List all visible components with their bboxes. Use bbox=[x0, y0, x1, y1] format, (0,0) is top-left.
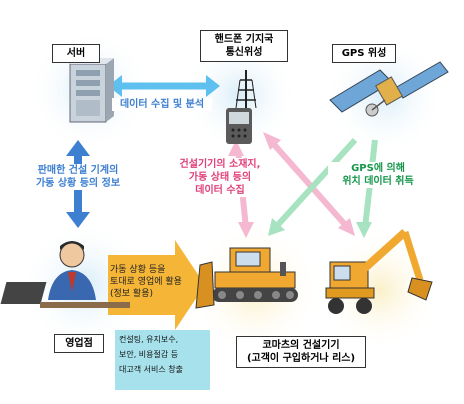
gps-satellite-icon bbox=[329, 61, 449, 117]
server-phone-arrow bbox=[108, 75, 220, 97]
machines-label: 코마츠의 건설기기 (고객이 구입하거나 리스) bbox=[236, 336, 366, 368]
operation-info-label: 판매한 건설 기계의 가동 상황 등의 정보 bbox=[22, 164, 134, 190]
services-box: 컨설팅, 유지보수, 보안, 비용절감 등 대고객 서비스 창출 bbox=[115, 330, 210, 390]
gps-data-label: GPS에 의해 위치 데이터 취득 bbox=[328, 162, 428, 188]
data-collect-label: 데이터 수집 및 분석 bbox=[112, 98, 212, 111]
server-icon bbox=[69, 58, 114, 123]
sales-use-label: 가동 상황 등을 토대로 영업에 활용 (정보 활용) bbox=[110, 265, 182, 299]
bulldozer-icon bbox=[195, 247, 298, 309]
excavator-icon bbox=[325, 229, 433, 314]
server-label: 서버 bbox=[52, 44, 100, 63]
salesperson-icon bbox=[0, 241, 130, 308]
gps-label: GPS 위성 bbox=[332, 44, 396, 63]
machine-data-label: 건설기기의 소재지, 가동 상태 등의 데이터 수집 bbox=[165, 158, 275, 197]
phone-glow bbox=[182, 37, 298, 153]
phone-tower-icon bbox=[226, 70, 257, 144]
phone-label: 핸드폰 기지국 통신위성 bbox=[200, 30, 288, 62]
sales-machines-arrow bbox=[108, 240, 205, 330]
sales-label: 영업점 bbox=[54, 334, 104, 353]
